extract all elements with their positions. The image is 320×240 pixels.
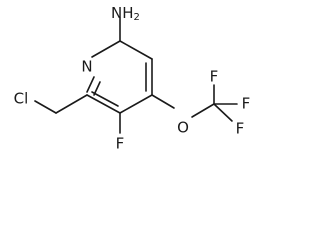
fluorine-ring-label: F (116, 135, 125, 153)
bond-c2-ch2 (55, 94, 88, 114)
fluorine-bottom-label: F (236, 120, 245, 138)
bond-cf3-f-bottom (213, 103, 233, 122)
fluorine-top-label: F (210, 68, 219, 86)
bond-o-cf3 (191, 103, 215, 118)
ring-nitrogen-label: N (81, 58, 92, 76)
ether-oxygen-label: O (177, 119, 189, 137)
bond-c4-o (151, 94, 175, 109)
amine-label: NH2 (111, 4, 140, 24)
bond-ring-c4-c3 (119, 94, 153, 114)
bond-ring-n-c6 (91, 40, 121, 58)
chlorine-label: Cl (14, 90, 29, 108)
structure-drawing: NH2 N Cl F O F F F (14, 4, 251, 153)
bond-ring-c6-c5 (119, 40, 153, 60)
fluorine-right-label: F (242, 95, 251, 113)
molecule-diagram: NH2 N Cl F O F F F (14, 4, 251, 153)
bond-ring-c3-c2-inner (91, 91, 119, 107)
bond-ch2-cl (34, 100, 57, 114)
bond-ring-c3-c2 (86, 94, 121, 114)
bond-ring-n-c2 (86, 76, 95, 93)
